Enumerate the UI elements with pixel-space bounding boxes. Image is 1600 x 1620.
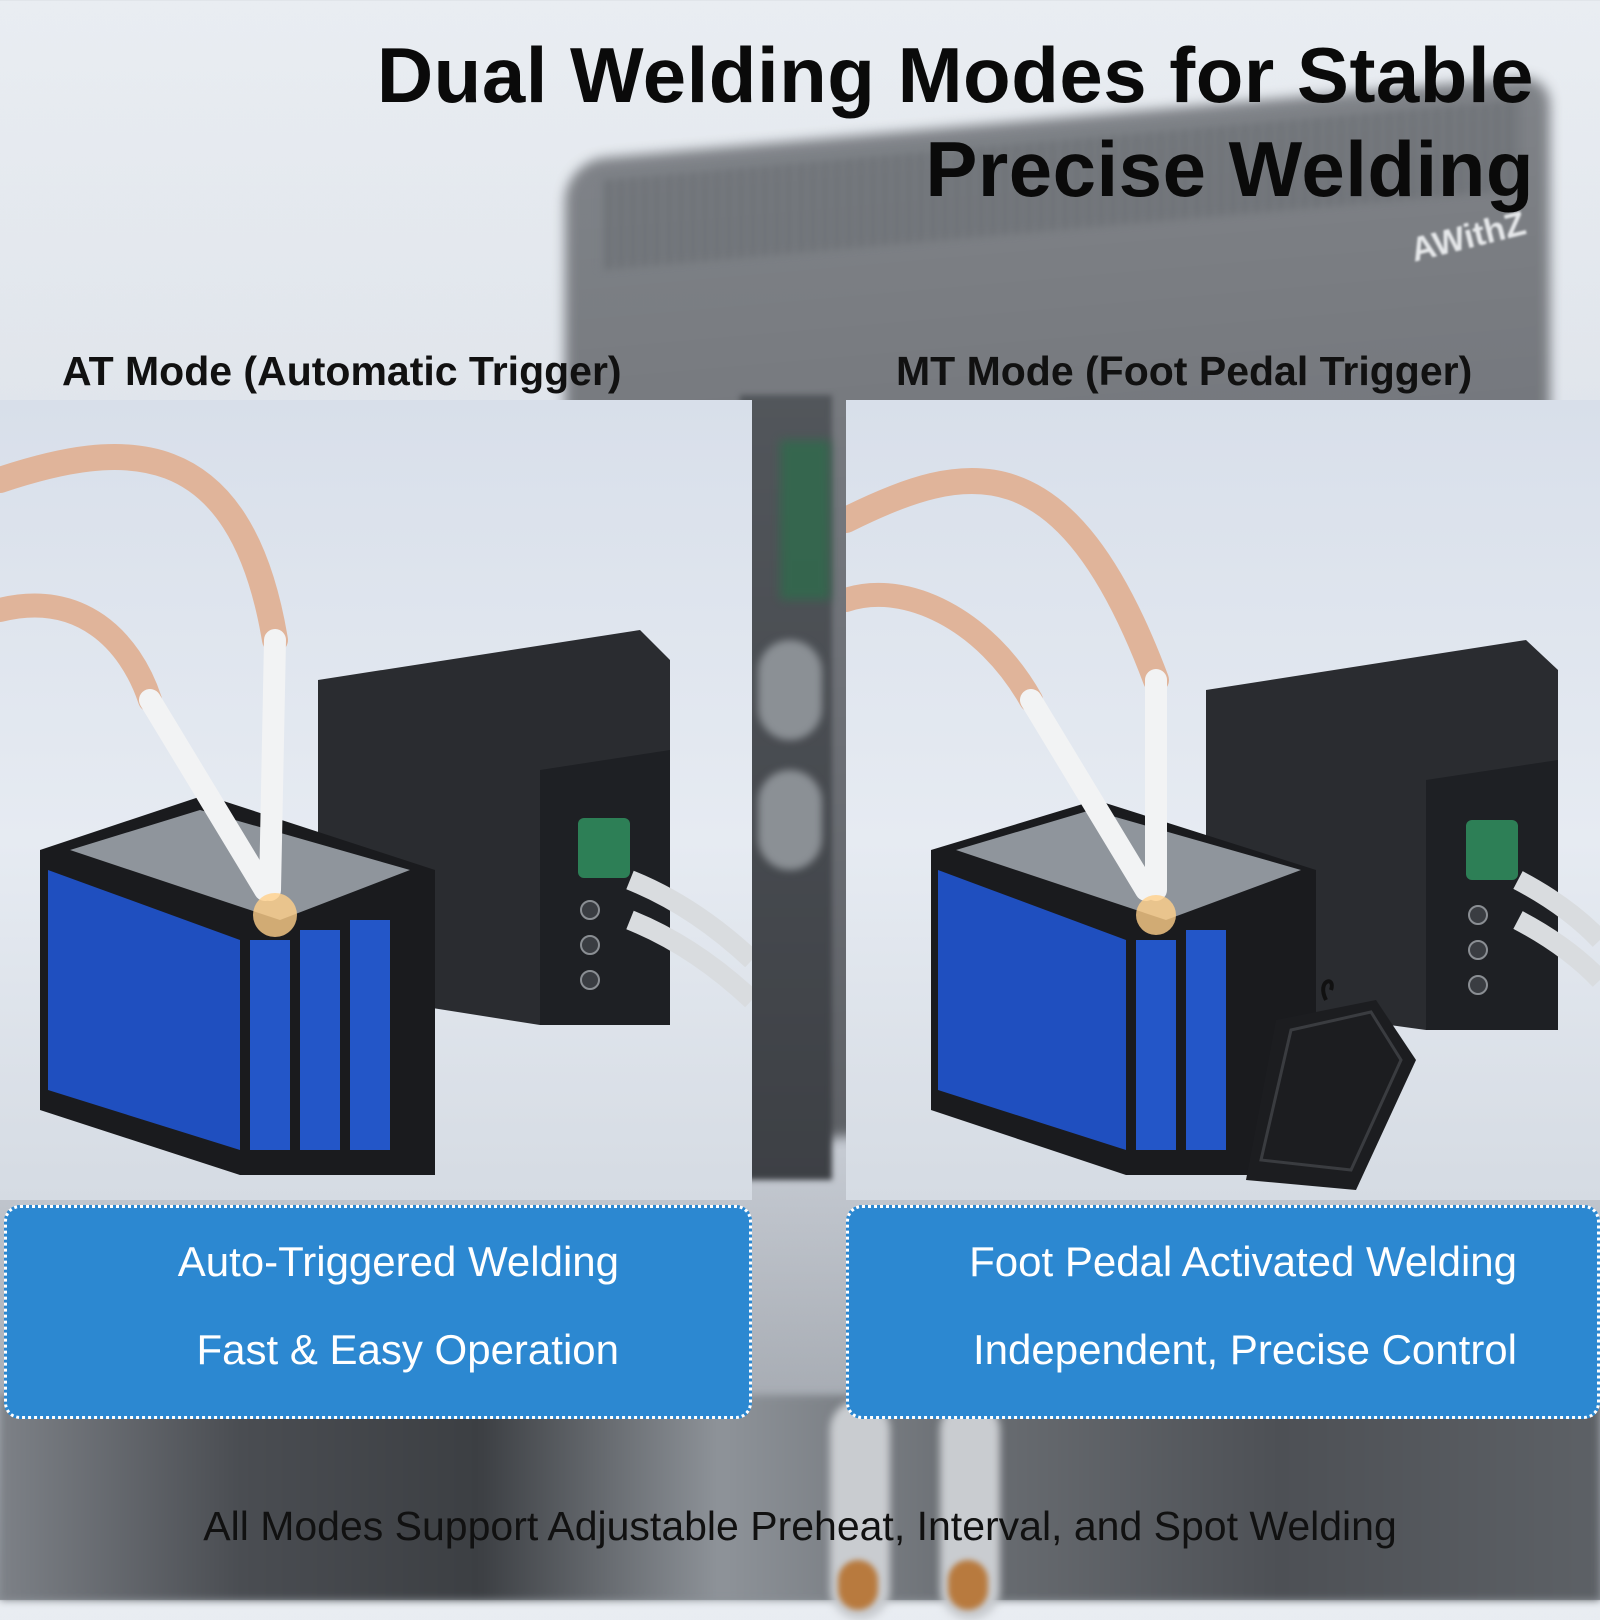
at-feature-1: Auto-Triggered Welding [177,1238,619,1285]
title-line-1: Dual Welding Modes for Stable [376,31,1534,119]
background-bottom-device [0,1395,1600,1600]
welding-cable [0,444,288,653]
welder-front-panel [540,750,670,1025]
background-probe-tip [948,1560,988,1610]
probe-cable [626,910,752,1008]
welding-cable [0,593,162,712]
battery-cell [1136,940,1176,1150]
at-mode-illustration [0,444,752,1175]
weld-spark [1136,895,1176,935]
welding-cable [846,582,1043,712]
mt-feature-2: Independent, Precise Control [972,1326,1517,1373]
battery-cell [48,870,240,1150]
title-line-2: Precise Welding [925,125,1534,213]
background-knob [758,640,822,740]
battery-cell [1186,930,1226,1150]
battery-cell [250,940,290,1150]
welder-button [1468,975,1488,995]
mt-mode-illustration [846,468,1600,1190]
welder-button [580,935,600,955]
welder-button [1468,940,1488,960]
page-title: Dual Welding Modes for Stable Precise We… [377,28,1534,216]
background-device-screen [780,440,830,600]
foot-pedal-grip [1259,1010,1403,1172]
at-mode-photo [0,400,752,1200]
probe-cable [1513,911,1600,987]
weld-spark [253,893,297,937]
welding-probe [139,689,276,901]
battery-cell [300,930,340,1150]
welder-button [580,970,600,990]
welder-button [580,900,600,920]
background-knob [758,770,822,870]
at-mode-feature-box: Auto-Triggered Welding Fast & Easy Opera… [4,1205,752,1419]
welder-display [1466,820,1518,880]
mt-mode-photo [846,400,1600,1200]
at-mode-label: AT Mode (Automatic Trigger) [62,348,622,394]
welder-front-panel [1426,760,1558,1030]
battery-cell [938,870,1126,1150]
welder-display [578,818,630,878]
welding-probe [259,629,286,901]
footer-note: All Modes Support Adjustable Preheat, In… [203,1503,1397,1549]
mt-feature-1: Foot Pedal Activated Welding [969,1238,1517,1285]
probe-cable [626,870,752,968]
mt-mode-feature-box: Foot Pedal Activated Welding Independent… [846,1205,1600,1419]
welding-probe [1020,689,1157,901]
welder-button [1468,905,1488,925]
mt-mode-label: MT Mode (Foot Pedal Trigger) [896,348,1473,394]
background-probe-tip [838,1560,878,1610]
at-feature-2: Fast & Easy Operation [196,1326,619,1373]
foot-pedal-cable [1321,979,1334,1001]
welding-cable [846,468,1169,693]
battery-cell [350,920,390,1150]
probe-cable [1513,871,1600,947]
